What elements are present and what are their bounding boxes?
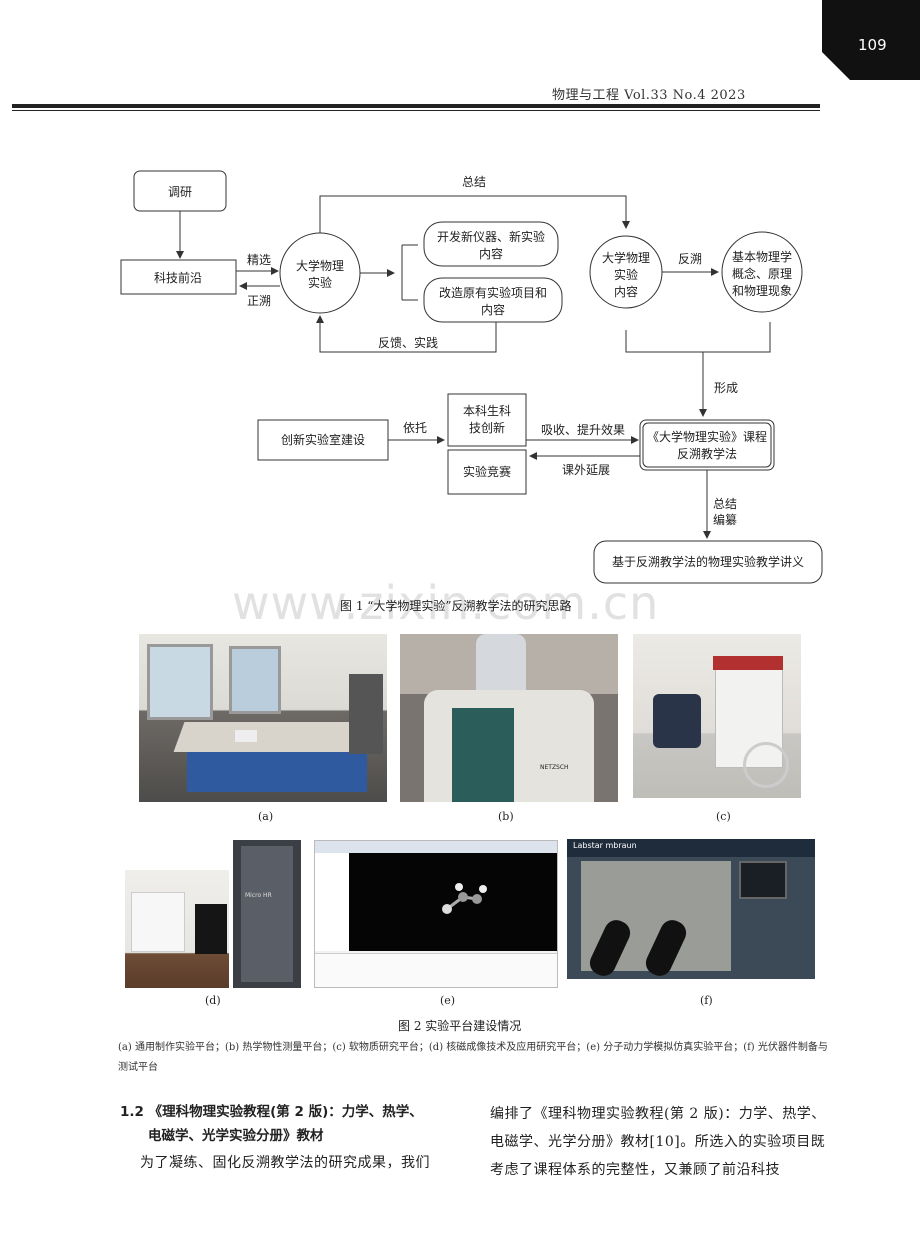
text-undergrad-2: 技创新: [469, 420, 505, 435]
node-physics-experiment: [279, 232, 361, 314]
node-undergrad-innovation: [447, 393, 527, 447]
label-extend: 课外延展: [562, 463, 610, 477]
photo-c-magnet: [633, 634, 801, 798]
label-c: (c): [716, 810, 731, 823]
node-frontier: [120, 259, 237, 295]
node-course: [639, 419, 775, 471]
label-retro: 反溯: [678, 251, 702, 266]
text-content-1: 大学物理: [602, 250, 650, 265]
figure1-caption: 图 1 “大学物理实验”反溯教学法的研究思路: [340, 599, 572, 613]
text-undergrad-1: 本科生科: [463, 404, 511, 418]
page-corner-fold: [822, 52, 850, 80]
section-heading-line2: 电磁学、光学实验分册》教材: [148, 1128, 324, 1144]
text-develop-2: 内容: [479, 246, 503, 261]
text-course-1: 《大学物理实验》课程: [647, 429, 767, 444]
label-f: (f): [700, 994, 713, 1007]
photo-d-micro-hr-rack: Micro HR: [233, 840, 301, 988]
text-reform-1: 改造原有实验项目和: [439, 285, 547, 300]
left-paragraph: 为了凝练、固化反溯教学法的研究成果，我们: [140, 1155, 430, 1171]
photo-e-software: [314, 840, 558, 988]
page-number-tab: 109: [822, 0, 920, 80]
text-survey: 调研: [168, 185, 192, 199]
node-handout: [593, 540, 823, 584]
text-contest: 实验竞赛: [463, 464, 511, 479]
text-physics-experiment-1: 大学物理: [296, 258, 344, 273]
text-content-3: 内容: [614, 284, 638, 299]
figure1-diagram: 调研 科技前沿 大学物理 实验 开发新仪器、新实验 内容 改造原有实验项目和 内…: [120, 170, 823, 584]
label-e: (e): [440, 994, 456, 1007]
figure2-caption: 图 2 实验平台建设情况: [398, 1019, 522, 1033]
watermark: www.zixin.com.cn: [232, 576, 660, 630]
photo-b-instrument: NETZSCH: [400, 634, 618, 802]
photo-f-glovebox: Labstar mbraun: [567, 839, 815, 979]
text-concept-2: 概念、原理: [732, 266, 792, 281]
text-reform-2: 内容: [481, 302, 505, 317]
running-head: 物理与工程 Vol.33 No.4 2023: [552, 88, 746, 103]
text-content-2: 实验: [614, 267, 638, 282]
section-heading-line1: 1.2 《理科物理实验教程(第 2 版)：力学、热学、: [120, 1104, 423, 1120]
label-absorb: 吸收、提升效果: [541, 422, 625, 437]
text-physics-experiment-2: 实验: [308, 275, 332, 290]
label-d: (d): [205, 994, 221, 1007]
label-trace-back: 正溯: [247, 293, 271, 308]
text-concept-1: 基本物理学: [732, 249, 792, 264]
label-summary: 总结: [462, 175, 486, 189]
section-heading: 1.2 《理科物理实验教程(第 2 版)：力学、热学、 电磁学、光学实验分册》教…: [120, 1100, 470, 1148]
text-frontier: 科技前沿: [154, 270, 202, 285]
photo-a-lab-room: [139, 634, 387, 802]
node-develop: [423, 221, 559, 267]
label-b: (b): [498, 810, 514, 823]
micro-hr-text: Micro HR: [245, 892, 272, 899]
right-paragraph: 编排了《理科物理实验教程(第 2 版)：力学、热学、电磁学、光学分册》教材[10…: [490, 1106, 826, 1178]
text-handout: 基于反溯教学法的物理实验教学讲义: [612, 554, 804, 569]
label-form: 形成: [714, 381, 738, 395]
glovebox-brand-text: Labstar mbraun: [573, 841, 637, 850]
text-course-2: 反溯教学法: [677, 446, 737, 461]
node-basic-concepts: [721, 231, 803, 313]
page-number: 109: [858, 36, 887, 54]
text-concept-3: 和物理现象: [732, 284, 792, 298]
text-develop-1: 开发新仪器、新实验: [437, 229, 545, 244]
label-a: (a): [258, 810, 274, 823]
netzsch-brand-text: NETZSCH: [540, 764, 569, 771]
node-contest: [447, 449, 527, 495]
figure2-sublist: (a) 通用制作实验平台；(b) 热学物性测量平台；(c) 软物质研究平台；(d…: [118, 1042, 828, 1073]
node-reform: [423, 277, 563, 323]
photo-d-computer: [125, 870, 229, 988]
label-feedback: 反馈、实践: [378, 335, 438, 350]
text-lab-building: 创新实验室建设: [281, 432, 365, 447]
label-select: 精选: [247, 253, 271, 267]
label-rely: 依托: [403, 420, 427, 435]
molecule-icon: [442, 883, 487, 914]
header-rule-thick: [12, 104, 820, 108]
label-summary-2: 总结: [713, 497, 737, 511]
label-compile: 编纂: [713, 512, 737, 527]
header-rule-thin: [12, 110, 820, 111]
